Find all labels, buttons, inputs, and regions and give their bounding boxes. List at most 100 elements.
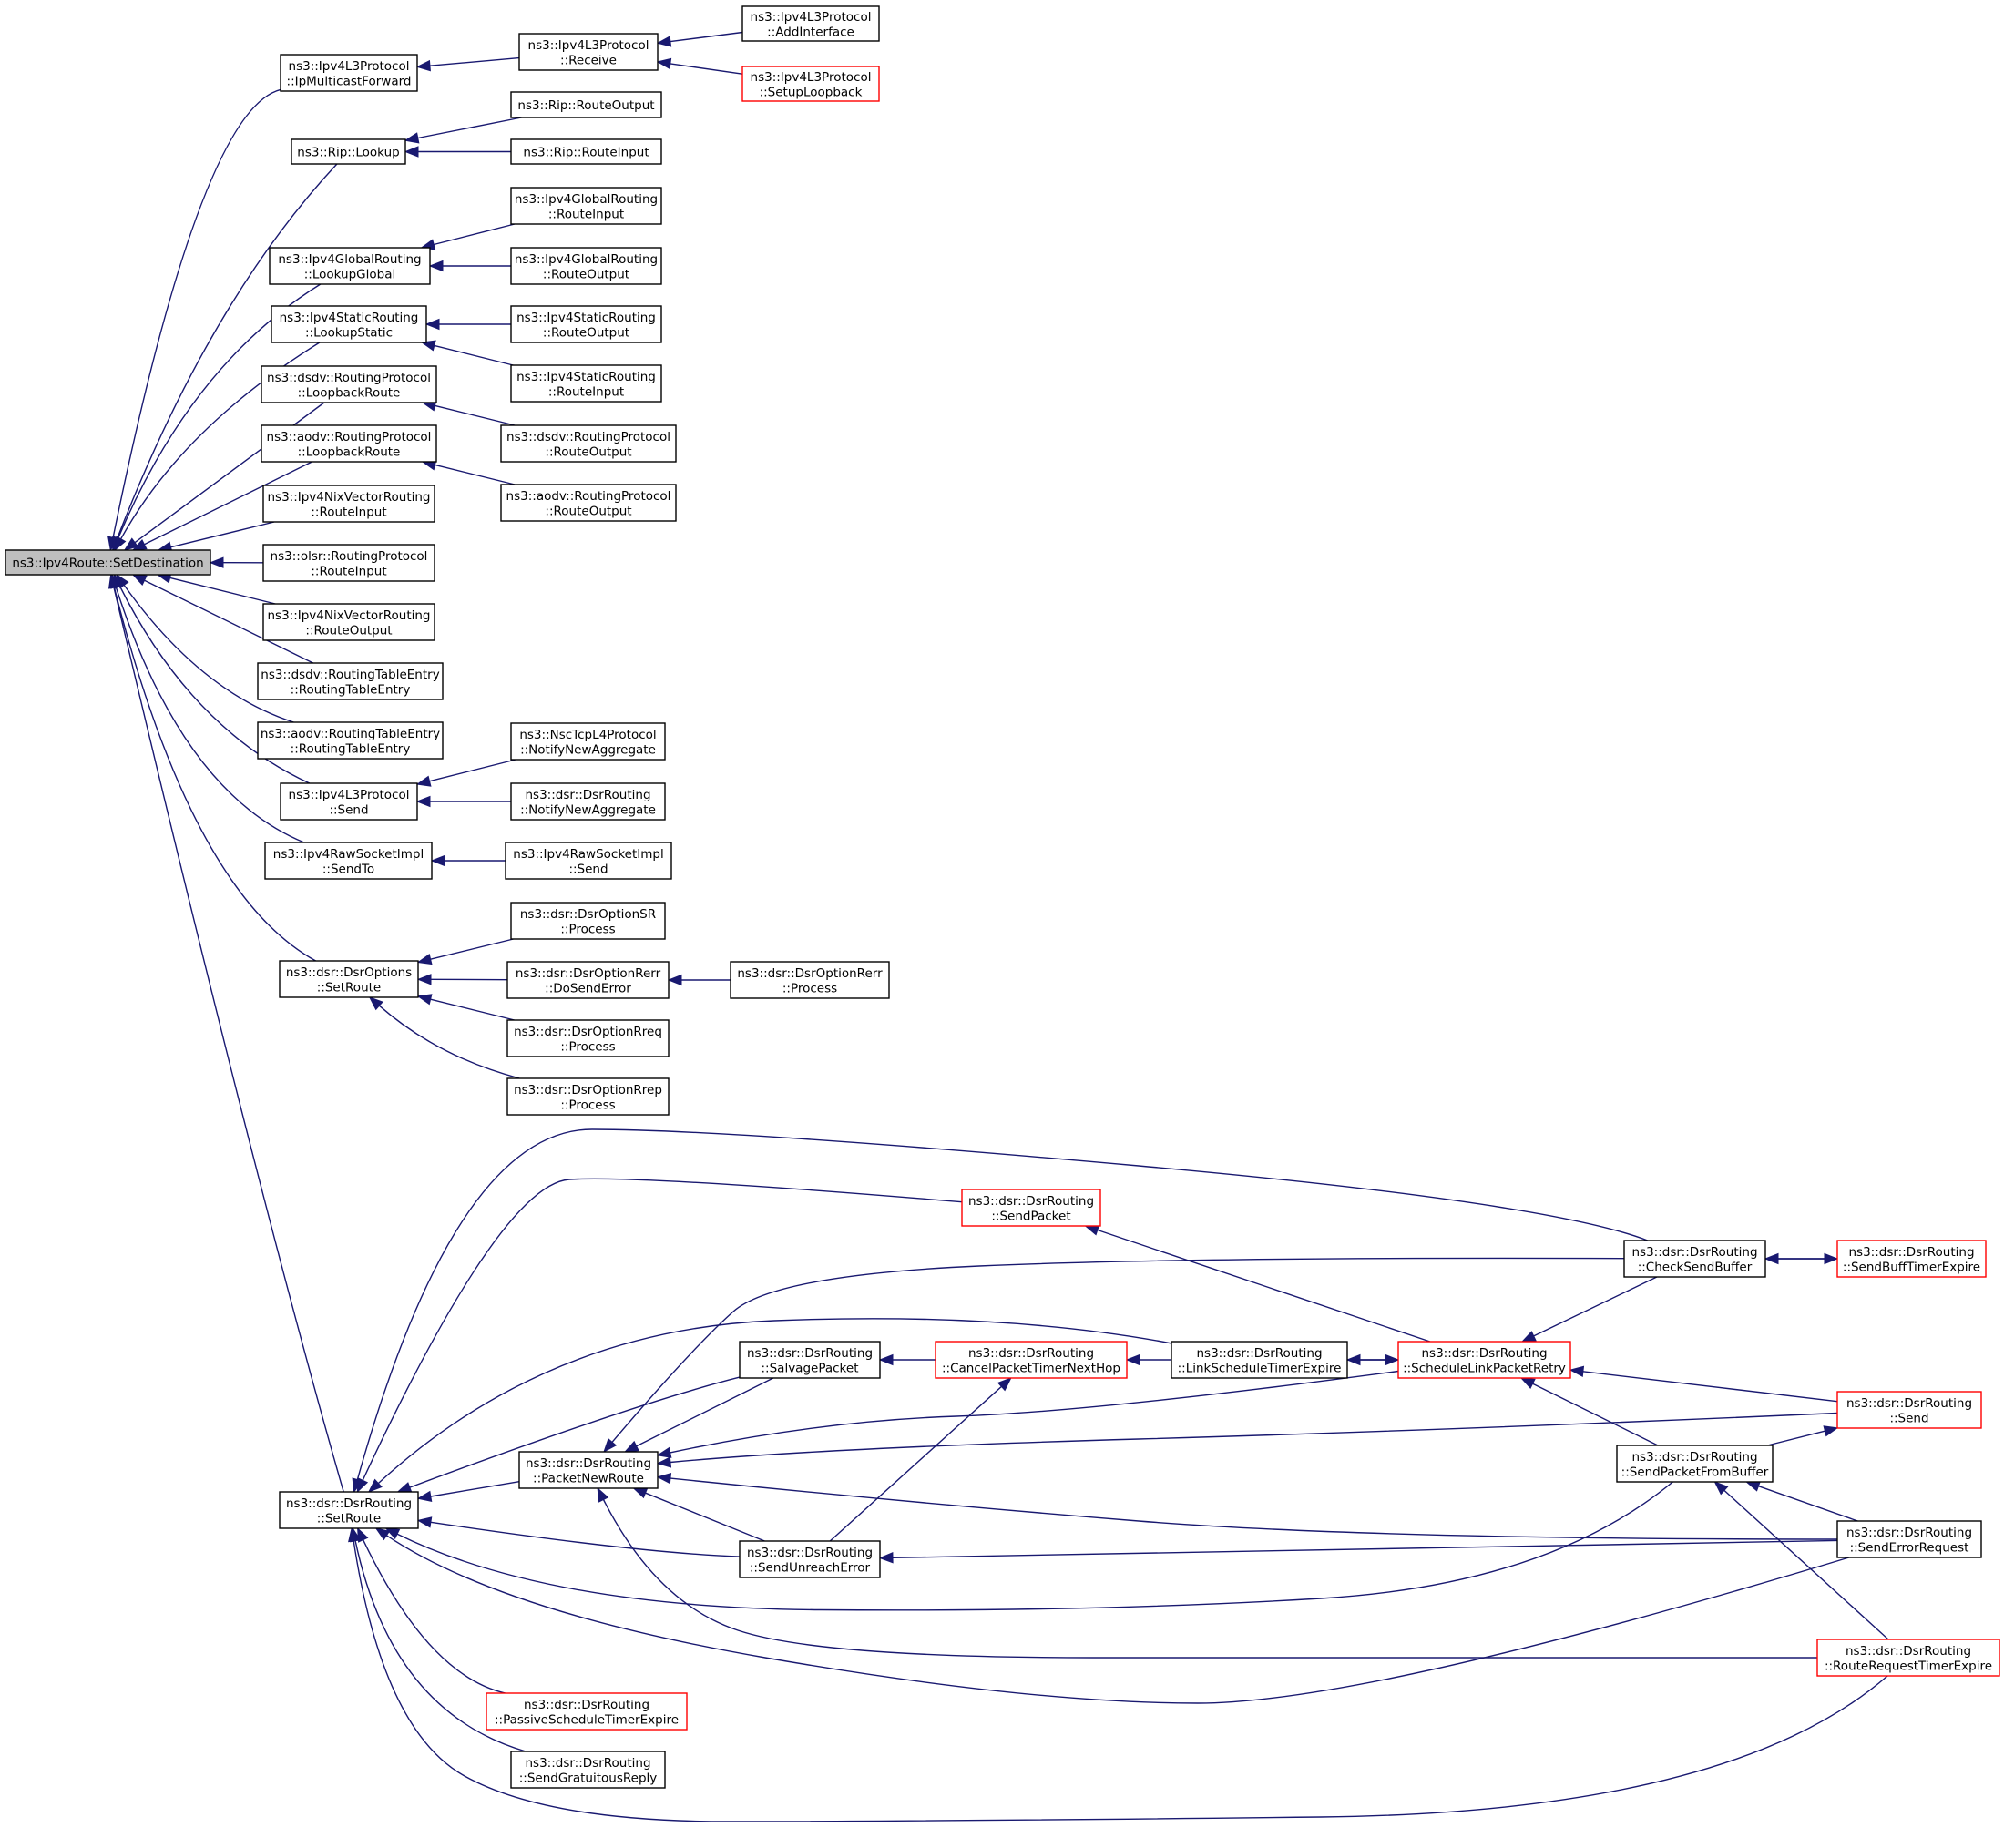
node-label: ::RouteInput (311, 505, 386, 519)
arrowhead-icon (656, 1473, 672, 1485)
arrowhead-icon (356, 1477, 369, 1494)
node-label: ns3::dsr::DsrRouting (968, 1194, 1094, 1209)
node-cancelTimer[interactable]: ns3::dsr::DsrRouting::CancelPacketTimerN… (935, 1341, 1128, 1379)
node-l3Send[interactable]: ns3::Ipv4L3Protocol::Send (280, 782, 418, 821)
node-box (1171, 1341, 1348, 1379)
node-dsrNotify[interactable]: ns3::dsr::DsrRouting::NotifyNewAggregate (510, 782, 666, 821)
node-aodvLoop[interactable]: ns3::aodv::RoutingProtocol::LoopbackRout… (261, 424, 437, 463)
node-salvage[interactable]: ns3::dsr::DsrRouting::SalvagePacket (739, 1341, 881, 1379)
arrowhead-icon (878, 1552, 894, 1564)
call-edge-dsrSend-to-packetNewRoute (670, 1412, 1838, 1464)
node-srProcess[interactable]: ns3::dsr::DsrOptionSR::Process (510, 902, 666, 940)
call-edge-staticLookup-to-root (120, 342, 321, 540)
arrowhead-icon (667, 974, 682, 986)
node-label: ns3::dsr::DsrRouting (1846, 1526, 1972, 1540)
node-label: ::ScheduleLinkPacketRetry (1403, 1361, 1566, 1375)
node-passiveTimer[interactable]: ns3::dsr::DsrRouting::PassiveScheduleTim… (486, 1692, 688, 1731)
node-addIface[interactable]: ns3::Ipv4L3Protocol::AddInterface (741, 5, 880, 42)
node-dsdvRTE[interactable]: ns3::dsdv::RoutingTableEntry::RoutingTab… (257, 662, 444, 700)
node-label: ns3::Ipv4StaticRouting (516, 370, 656, 384)
node-box (1836, 1240, 1987, 1278)
node-staticLookup[interactable]: ns3::Ipv4StaticRouting::LookupStatic (271, 305, 427, 343)
node-ripRouteIn[interactable]: ns3::Rip::RouteInput (510, 138, 662, 165)
node-ripLookup[interactable]: ns3::Rip::Lookup (291, 138, 406, 165)
node-globalRouteOut[interactable]: ns3::Ipv4GlobalRouting::RouteOutput (510, 247, 662, 285)
call-edge-sendFromBuf-to-schedRetry (1532, 1383, 1659, 1446)
call-edge-rawSendTo-to-root (115, 587, 305, 843)
node-packetNewRoute[interactable]: ns3::dsr::DsrRouting::PacketNewRoute (518, 1451, 659, 1489)
node-optSetRoute[interactable]: ns3::dsr::DsrOptions::SetRoute (279, 960, 419, 998)
node-rerrProcess[interactable]: ns3::dsr::DsrOptionRerr::Process (730, 961, 890, 999)
node-rawSendTo[interactable]: ns3::Ipv4RawSocketImpl::SendTo (264, 842, 433, 880)
node-box (1836, 1391, 1982, 1429)
node-label: ::AddInterface (767, 25, 854, 39)
node-label: ::SendGratuitousReply (519, 1771, 658, 1785)
node-label: ns3::Ipv4GlobalRouting (278, 252, 421, 267)
node-label: ::LinkScheduleTimerExpire (1178, 1361, 1342, 1375)
call-edge-globalRouteIn-to-globalLookup (434, 223, 516, 246)
node-globalLookup[interactable]: ns3::Ipv4GlobalRouting::LookupGlobal (269, 247, 431, 285)
arrowhead-icon (404, 146, 419, 158)
call-edge-sendErrReq-to-sendUnreach (892, 1539, 1838, 1558)
node-box (505, 842, 672, 880)
node-label: ns3::Ipv4RawSocketImpl (273, 847, 424, 862)
node-nixRouteOut[interactable]: ns3::Ipv4NixVectorRouting::RouteOutput (262, 603, 435, 641)
call-edge-ripLookup-to-root (117, 163, 338, 539)
call-edge-checkSendBuf-to-dsrSetRoute (356, 1128, 1648, 1480)
node-label: ns3::dsr::DsrRouting (524, 1698, 649, 1712)
node-label: ns3::Ipv4StaticRouting (516, 311, 656, 325)
node-globalRouteIn[interactable]: ns3::Ipv4GlobalRouting::RouteInput (510, 187, 662, 225)
node-nixRouteIn[interactable]: ns3::Ipv4NixVectorRouting::RouteInput (262, 485, 435, 523)
node-label: ::RouteOutput (545, 444, 631, 459)
node-staticRouteIn[interactable]: ns3::Ipv4StaticRouting::RouteInput (510, 364, 662, 403)
node-gratReply[interactable]: ns3::dsr::DsrRouting::SendGratuitousRepl… (510, 1751, 666, 1789)
node-l3Receive[interactable]: ns3::Ipv4L3Protocol::Receive (518, 33, 659, 71)
node-box (506, 1077, 670, 1116)
node-nscNotify[interactable]: ns3::NscTcpL4Protocol::NotifyNewAggregat… (510, 722, 666, 761)
node-rreqProcess[interactable]: ns3::dsr::DsrOptionRreq::Process (506, 1019, 670, 1057)
node-label: ::LookupStatic (305, 325, 393, 340)
node-dsrSetRoute[interactable]: ns3::dsr::DsrRouting::SetRoute (279, 1491, 419, 1529)
node-label: ns3::aodv::RoutingProtocol (267, 430, 432, 444)
node-rerrDoSend[interactable]: ns3::dsr::DsrOptionRerr::DoSendError (506, 961, 670, 999)
node-checkSendBuf[interactable]: ns3::dsr::DsrRouting::CheckSendBuffer (1623, 1240, 1766, 1278)
node-dsdvLoop[interactable]: ns3::dsdv::RoutingProtocol::LoopbackRout… (261, 365, 437, 403)
arrowhead-icon (114, 536, 127, 552)
node-box (518, 33, 659, 71)
node-sendPacket[interactable]: ns3::dsr::DsrRouting::SendPacket (961, 1189, 1101, 1227)
node-rawSend[interactable]: ns3::Ipv4RawSocketImpl::Send (505, 842, 672, 880)
call-edge-nscNotify-to-l3Send (429, 759, 516, 782)
node-label: ::SendTo (322, 862, 374, 876)
node-box (279, 960, 419, 998)
node-sendErrReq[interactable]: ns3::dsr::DsrRouting::SendErrorRequest (1836, 1520, 1982, 1558)
arrowhead-icon (656, 57, 672, 70)
node-staticRouteOut[interactable]: ns3::Ipv4StaticRouting::RouteOutput (510, 305, 662, 343)
node-aodvRouteOut[interactable]: ns3::aodv::RoutingProtocol::RouteOutput (500, 484, 677, 522)
call-edge-linkSched-to-dsrSetRoute (377, 1318, 1172, 1485)
arrowhead-icon (1519, 1377, 1536, 1389)
node-box (739, 1540, 881, 1578)
node-olsrRouteIn[interactable]: ns3::olsr::RoutingProtocol::RouteInput (262, 544, 435, 582)
node-label: ::CheckSendBuffer (1638, 1260, 1753, 1274)
node-rreqTimer[interactable]: ns3::dsr::DsrRouting::RouteRequestTimerE… (1816, 1639, 2000, 1677)
node-root[interactable]: ns3::Ipv4Route::SetDestination (5, 549, 211, 576)
node-label: ::RouteOutput (543, 325, 629, 340)
node-linkSched[interactable]: ns3::dsr::DsrRouting::LinkScheduleTimerE… (1171, 1341, 1348, 1379)
node-sendBuffTimer[interactable]: ns3::dsr::DsrRouting::SendBuffTimerExpir… (1836, 1240, 1987, 1278)
node-sendUnreach[interactable]: ns3::dsr::DsrRouting::SendUnreachError (739, 1540, 881, 1578)
node-rrepProcess[interactable]: ns3::dsr::DsrOptionRrep::Process (506, 1077, 670, 1116)
node-dsdvRouteOut[interactable]: ns3::dsdv::RoutingProtocol::RouteOutput (500, 424, 677, 463)
node-aodvRTE[interactable]: ns3::aodv::RoutingTableEntry::RoutingTab… (257, 721, 444, 760)
call-edge-sendErrReq-to-packetNewRoute (670, 1477, 1838, 1540)
node-setupLoop[interactable]: ns3::Ipv4L3Protocol::SetupLoopback (741, 66, 880, 102)
node-label: ::PassiveScheduleTimerExpire (495, 1712, 679, 1727)
node-label: ::Process (560, 1039, 615, 1054)
node-ripRouteOut[interactable]: ns3::Rip::RouteOutput (510, 91, 662, 118)
call-edge-setupLoop-to-l3Receive (670, 63, 743, 75)
node-dsrSend[interactable]: ns3::dsr::DsrRouting::Send (1836, 1391, 1982, 1429)
node-ipMcFwd[interactable]: ns3::Ipv4L3Protocol::IpMulticastForward (280, 54, 418, 92)
node-sendFromBuf[interactable]: ns3::dsr::DsrRouting::SendPacketFromBuff… (1616, 1445, 1774, 1483)
node-label: ::IpMulticastForward (287, 74, 412, 88)
node-schedRetry[interactable]: ns3::dsr::DsrRouting::ScheduleLinkPacket… (1397, 1341, 1571, 1379)
call-edge-addIface-to-l3Receive (670, 31, 743, 43)
